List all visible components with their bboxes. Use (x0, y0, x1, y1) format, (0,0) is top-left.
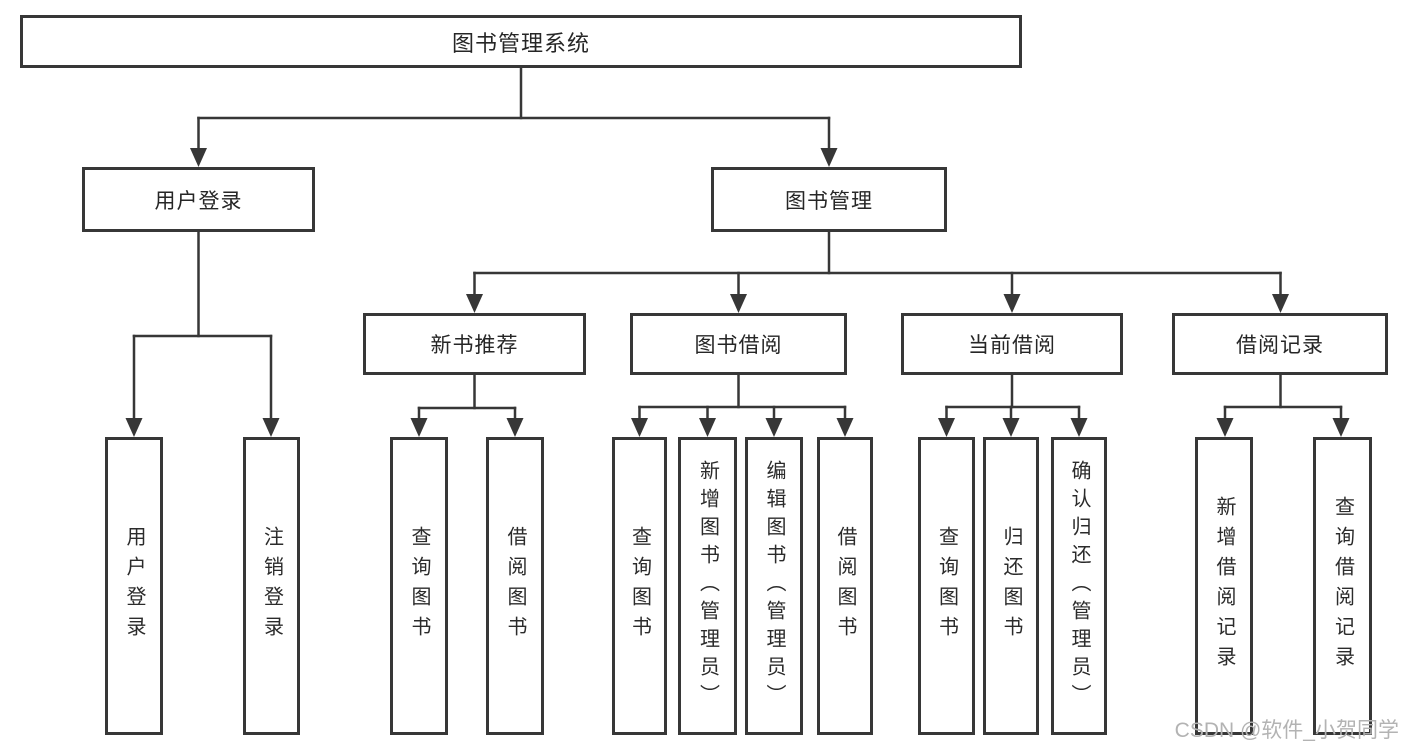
leaf-label: 查询图书 (628, 526, 651, 646)
node-book-management: 图书管理 (711, 167, 947, 232)
watermark: CSDN @软件_小贺同学 (1174, 719, 1399, 742)
leaf-label: 注销登录 (260, 526, 283, 646)
node-label: 借阅记录 (1236, 334, 1324, 357)
arrowheads (125, 148, 1350, 437)
leaf-borrow-books-borrowing: 借阅图书 (817, 437, 873, 735)
node-book-borrowing: 图书借阅 (630, 313, 847, 375)
leaf-logout: 注销登录 (243, 437, 300, 735)
node-label: 图书管理系统 (451, 30, 590, 56)
leaf-label: 新增借阅记录 (1213, 496, 1235, 676)
leaf-label: 查询图书 (408, 526, 430, 646)
leaf-label: 编辑图书（管理员） (763, 460, 785, 712)
leaf-label: 查询借阅记录 (1331, 496, 1354, 676)
node-label: 当前借阅 (968, 334, 1056, 357)
leaf-add-borrow-record: 新增借阅记录 (1195, 437, 1253, 735)
leaf-label: 确认归还（管理员） (1068, 460, 1090, 712)
node-label: 图书借阅 (694, 334, 783, 357)
leaf-user-login: 用户登录 (105, 437, 163, 735)
leaf-add-books-admin: 新增图书（管理员） (678, 437, 737, 735)
node-label: 新书推荐 (430, 334, 519, 357)
node-label: 图书管理 (785, 189, 873, 213)
leaf-label: 借阅图书 (834, 526, 856, 646)
leaf-confirm-return-admin: 确认归还（管理员） (1051, 437, 1107, 735)
leaf-label: 用户登录 (123, 526, 145, 646)
node-current-borrowing: 当前借阅 (901, 313, 1123, 375)
leaf-query-books-current: 查询图书 (918, 437, 975, 735)
leaf-query-borrow-record: 查询借阅记录 (1313, 437, 1372, 735)
leaf-label: 借阅图书 (504, 526, 526, 646)
leaf-edit-books-admin: 编辑图书（管理员） (745, 437, 803, 735)
leaf-query-books-borrowing: 查询图书 (612, 437, 667, 735)
node-borrowing-records: 借阅记录 (1172, 313, 1388, 375)
leaf-label: 归还图书 (1000, 526, 1022, 646)
leaf-query-books-recommend: 查询图书 (390, 437, 448, 735)
leaf-return-books: 归还图书 (983, 437, 1039, 735)
node-library-management-system: 图书管理系统 (20, 15, 1022, 68)
node-new-book-recommendation: 新书推荐 (363, 313, 586, 375)
node-user-login: 用户登录 (82, 167, 315, 232)
leaf-borrow-books-recommend: 借阅图书 (486, 437, 544, 735)
node-label: 用户登录 (154, 189, 243, 213)
leaf-label: 新增图书（管理员） (696, 460, 719, 712)
leaf-label: 查询图书 (935, 526, 958, 646)
